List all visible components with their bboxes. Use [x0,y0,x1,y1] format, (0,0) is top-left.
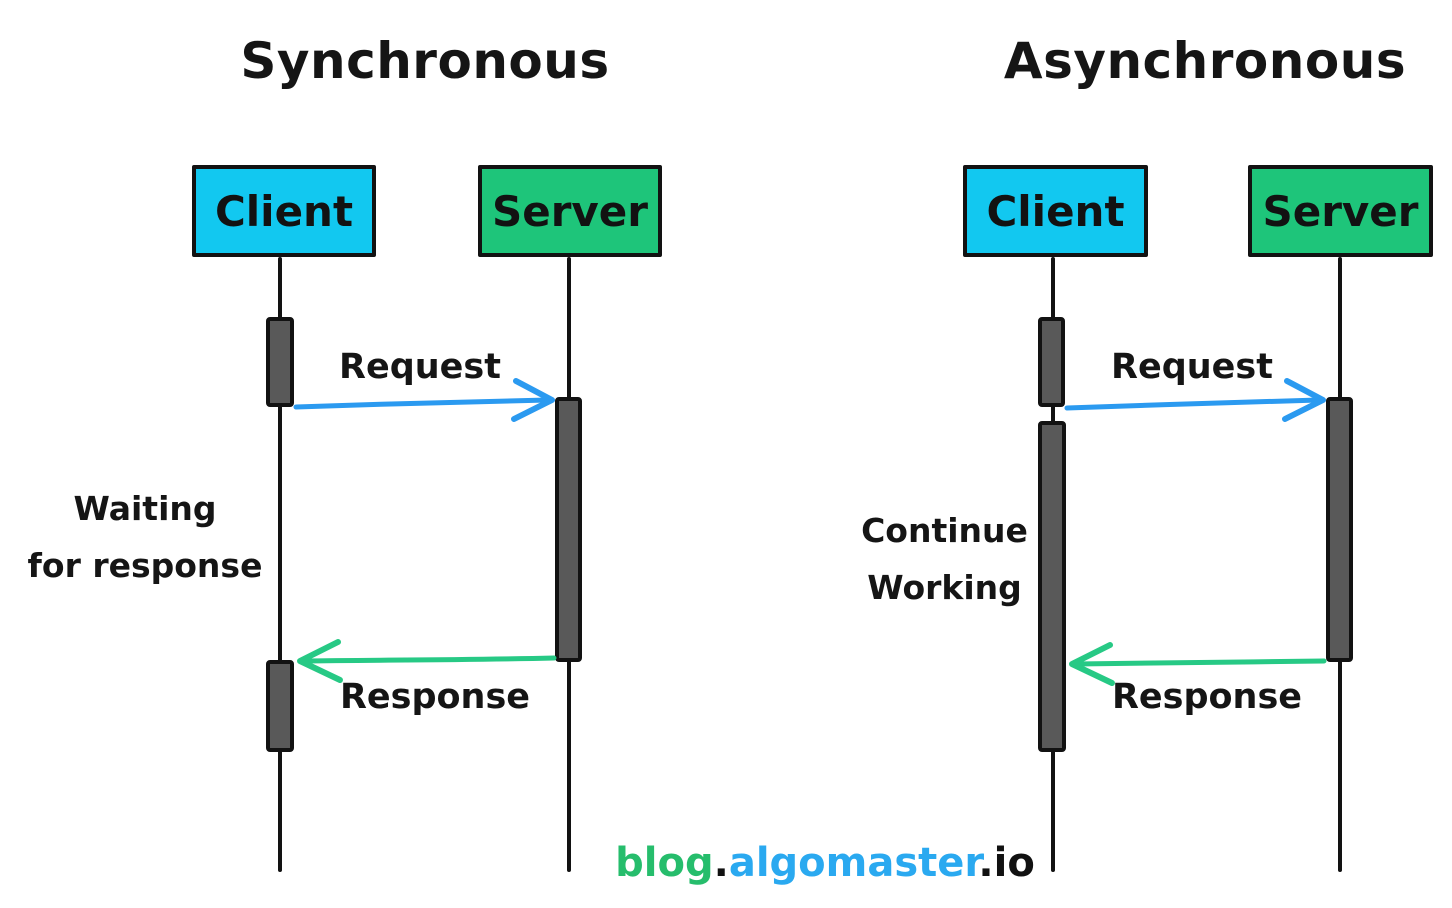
async-response-label: Response [1111,677,1303,717]
async-client-activation-1 [1038,317,1065,407]
sync-title: Synchronous [240,32,610,90]
async-note-line1: Continue [861,511,1028,550]
sync-response-arrow [297,639,557,683]
sync-note-line1: Waiting [73,489,217,528]
sync-client-activation-2 [266,660,294,752]
footer-io: io [993,840,1035,886]
sync-note-line2: for response [27,546,263,585]
async-note-line2: Working [867,568,1022,607]
sync-client-activation-1 [266,317,294,407]
async-title: Asynchronous [1003,32,1407,90]
sync-server-box: Server [478,165,662,257]
sync-client-box: Client [192,165,376,257]
sync-server-activation [555,397,582,662]
sync-request-label: Request [339,347,501,387]
footer-dot2: . [978,840,994,886]
footer-branding: blog.algomaster.io [560,840,1090,886]
async-continue-note: Continue Working [822,502,1067,616]
sync-client-label: Client [214,186,354,236]
sync-waiting-note: Waiting for response [25,480,265,594]
sync-client-lifeline [278,257,282,872]
footer-dot1: . [713,840,729,886]
footer-algomaster: algomaster [728,840,979,886]
async-client-box: Client [963,165,1148,257]
async-request-label: Request [1111,347,1273,387]
async-client-label: Client [986,186,1125,236]
async-client-activation-2 [1038,421,1066,752]
sync-server-label: Server [491,186,649,236]
async-server-activation [1326,397,1353,662]
async-server-label: Server [1262,186,1419,236]
footer-blog: blog [615,840,714,886]
async-server-box: Server [1248,165,1433,257]
sync-response-label: Response [339,677,531,717]
